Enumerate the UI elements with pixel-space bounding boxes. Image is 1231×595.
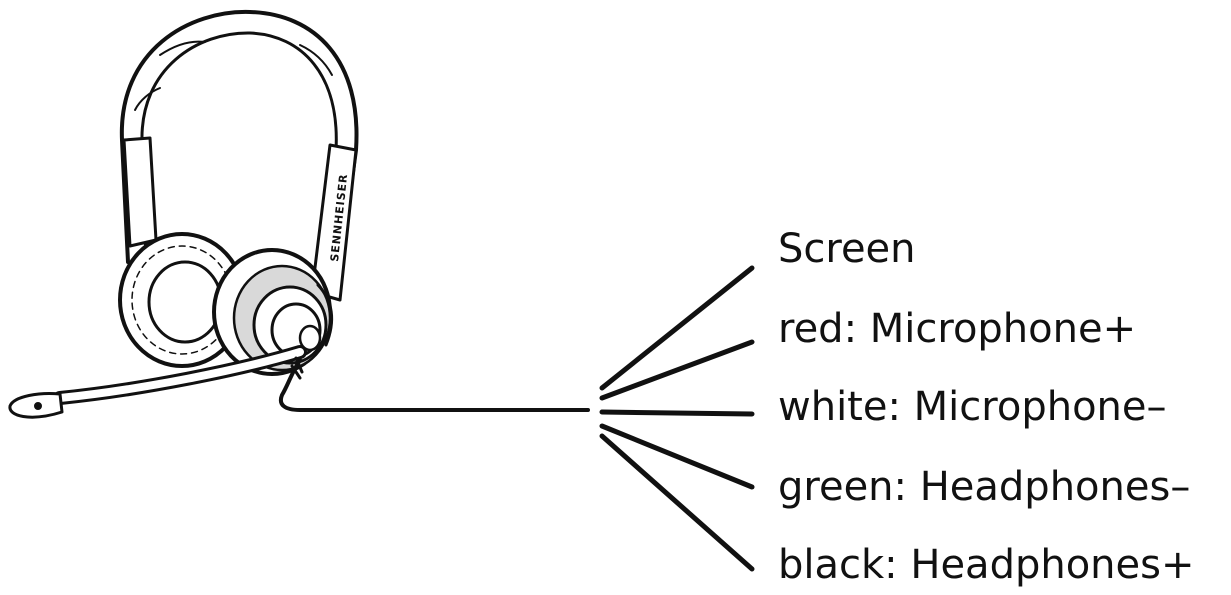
wire-label-screen: Screen [778, 226, 916, 272]
wire-label-white: white: Microphone– [778, 384, 1167, 430]
headband [119, 9, 359, 284]
wire-red [599, 339, 755, 401]
wire-labels: Screen red: Microphone+ white: Microphon… [778, 226, 1194, 588]
headset-illustration [8, 9, 590, 419]
wire-screen [599, 265, 755, 391]
headset-cable [279, 358, 590, 412]
wire-green [599, 423, 755, 490]
wire-white [599, 409, 755, 417]
wire-label-green: green: Headphones– [778, 464, 1190, 510]
wire-label-black: black: Headphones+ [778, 542, 1194, 588]
left-slider [122, 136, 158, 248]
wire-black [599, 433, 755, 572]
right-slider [310, 143, 358, 302]
wire-fan [599, 265, 755, 572]
wire-label-red: red: Microphone+ [778, 306, 1136, 352]
